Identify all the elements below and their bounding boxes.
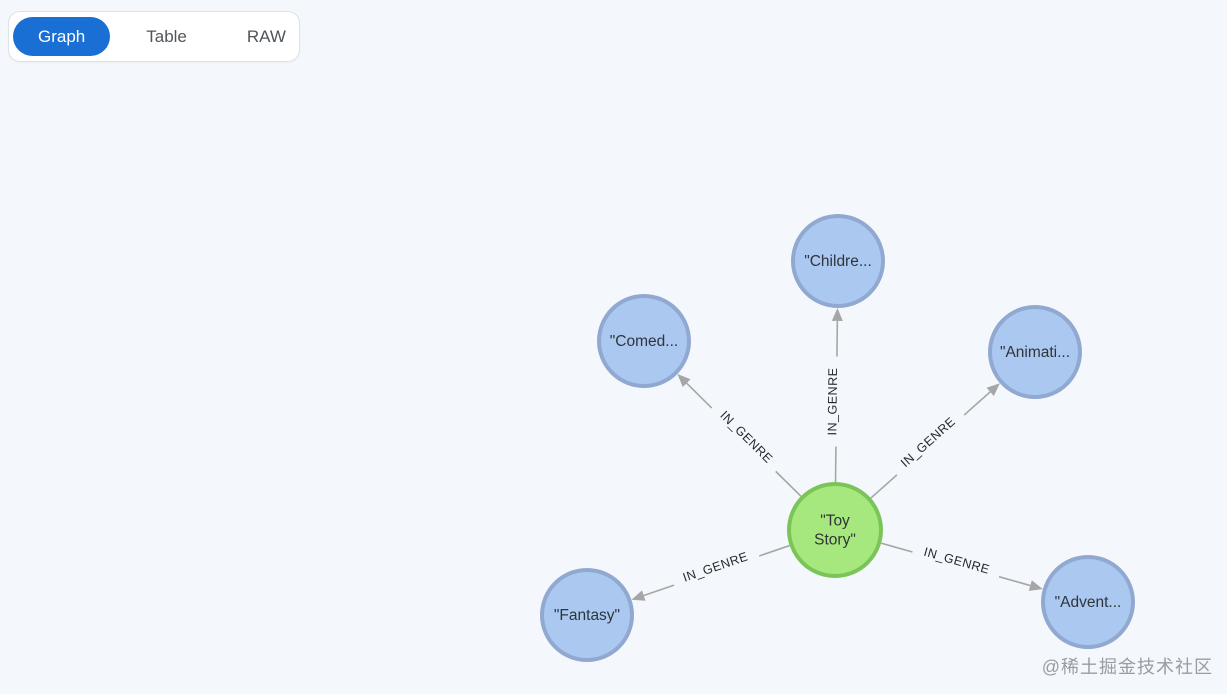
- tab-raw[interactable]: RAW: [223, 17, 310, 56]
- node-label: "Advent...: [1055, 594, 1122, 611]
- tab-table[interactable]: Table: [122, 17, 211, 56]
- edge-label: IN_GENRE: [825, 367, 840, 435]
- node-comedy[interactable]: "Comed...: [597, 294, 691, 388]
- result-view-tabs: Graph Table RAW: [8, 11, 300, 62]
- node-adventure[interactable]: "Advent...: [1041, 555, 1135, 649]
- arrowhead-icon: [677, 374, 691, 388]
- node-label: "Toy: [820, 513, 850, 530]
- arrowhead-icon: [986, 383, 1000, 396]
- edge-toy-story-children[interactable]: IN_GENRE: [825, 307, 843, 483]
- node-label: "Animati...: [1000, 344, 1070, 361]
- node-label: "Childre...: [804, 253, 872, 270]
- arrowhead-icon: [1028, 580, 1043, 591]
- edge-label: IN_GENRE: [717, 408, 775, 466]
- edge-label: IN_GENRE: [922, 545, 991, 577]
- node-animation[interactable]: "Animati...: [988, 305, 1082, 399]
- edge-label: IN_GENRE: [681, 549, 750, 584]
- arrowhead-icon: [831, 307, 843, 322]
- arrowhead-icon: [631, 590, 646, 601]
- node-children[interactable]: "Childre...: [791, 214, 885, 308]
- edge-toy-story-fantasy[interactable]: IN_GENRE: [631, 544, 790, 601]
- node-fantasy[interactable]: "Fantasy": [540, 568, 634, 662]
- node-label: Story": [814, 532, 856, 549]
- edge-toy-story-animation[interactable]: IN_GENRE: [870, 383, 1000, 499]
- edge-toy-story-comedy[interactable]: IN_GENRE: [677, 374, 802, 497]
- edge-toy-story-adventure[interactable]: IN_GENRE: [880, 542, 1043, 591]
- node-label: "Comed...: [610, 333, 678, 350]
- edge-label: IN_GENRE: [898, 414, 958, 470]
- node-label: "Fantasy": [554, 607, 620, 624]
- tab-graph[interactable]: Graph: [13, 17, 111, 56]
